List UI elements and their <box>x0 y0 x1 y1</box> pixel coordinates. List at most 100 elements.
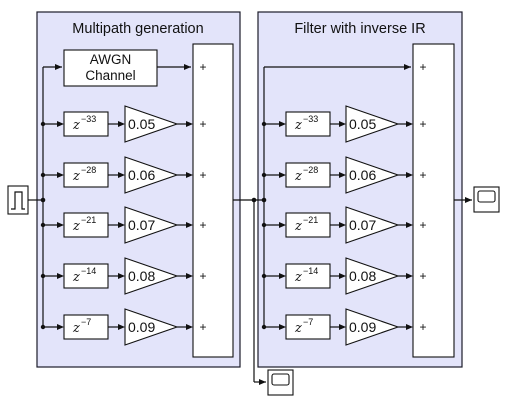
arrowhead <box>57 222 64 228</box>
multipath-gain-block[interactable]: 0.06 <box>124 156 179 194</box>
multipath-path-row: z−14 0.08 + <box>40 257 207 295</box>
multipath-gain-block[interactable]: 0.07 <box>124 206 179 244</box>
arrowhead <box>339 324 346 330</box>
multipath-delay-block[interactable]: z−28 <box>63 162 109 188</box>
inverse-delay-block[interactable]: z−33 <box>285 111 331 137</box>
arrowhead <box>279 172 286 178</box>
scope-screen-icon <box>271 373 290 386</box>
multipath-delay-block[interactable]: z−33 <box>63 111 109 137</box>
multipath-path-row: z−28 0.06 + <box>40 156 207 194</box>
arrowhead <box>339 172 346 178</box>
delay-symbol: z <box>294 219 302 234</box>
inverse-delay-block[interactable]: z−21 <box>285 212 331 238</box>
delay-exponent: −28 <box>81 165 96 175</box>
arrowhead <box>57 121 64 127</box>
sum-plus-sign: + <box>199 320 206 334</box>
delay-symbol: z <box>294 169 302 184</box>
gain-value: 0.09 <box>349 319 376 335</box>
delay-symbol: z <box>72 270 80 285</box>
multipath-delay-block[interactable]: z−14 <box>63 263 109 289</box>
inverse-gain-block[interactable]: 0.07 <box>345 206 400 244</box>
sum-plus-sign: + <box>419 218 426 232</box>
delay-exponent: −14 <box>81 266 96 276</box>
inverse-delay-block[interactable]: z−7 <box>285 314 331 340</box>
multipath-gain-block[interactable]: 0.05 <box>124 105 179 143</box>
delay-exponent: −28 <box>303 165 318 175</box>
pulse-source-block[interactable] <box>7 185 29 215</box>
arrowhead <box>118 222 125 228</box>
arrowhead <box>406 273 413 279</box>
inverse-path-row: z−7 0.09 + <box>261 308 427 346</box>
sum-plus-sign: + <box>199 168 206 182</box>
delay-exponent: −21 <box>303 215 318 225</box>
gain-value: 0.06 <box>349 167 376 183</box>
multipath-gain-block[interactable]: 0.08 <box>124 257 179 295</box>
gain-value: 0.08 <box>128 268 155 284</box>
arrowhead <box>118 273 125 279</box>
junction-dot <box>40 222 46 228</box>
multipath-delay-block[interactable]: z−7 <box>63 314 109 340</box>
multipath-gain-block[interactable]: 0.09 <box>124 308 179 346</box>
delay-symbol: z <box>72 118 80 133</box>
inverse-panel-title: Filter with inverse IR <box>294 21 425 37</box>
gain-value: 0.07 <box>128 217 155 233</box>
sum-plus-sign: + <box>199 218 206 232</box>
junction-dot <box>261 172 267 178</box>
sum-plus-sign: + <box>419 320 426 334</box>
static-arrowheads <box>55 64 472 385</box>
awgn-channel-block[interactable]: AWGN Channel <box>63 49 158 87</box>
junction-dot <box>40 121 46 127</box>
inverse-gain-block[interactable]: 0.05 <box>345 105 400 143</box>
arrowhead <box>406 222 413 228</box>
multipath-sum-block[interactable] <box>192 43 234 358</box>
junction-dot <box>261 121 267 127</box>
intermediate-scope-block[interactable] <box>267 369 294 396</box>
junction-dot <box>261 273 267 279</box>
arrowhead <box>339 273 346 279</box>
arrowhead <box>186 172 193 178</box>
multipath-sum-awgn-plus: + <box>199 60 206 74</box>
gain-value: 0.05 <box>349 116 376 132</box>
arrowhead <box>186 121 193 127</box>
gain-value: 0.09 <box>128 319 155 335</box>
output-scope-block[interactable] <box>473 186 500 213</box>
delay-symbol: z <box>72 321 80 336</box>
gain-value: 0.05 <box>128 116 155 132</box>
awgn-label-line2: Channel <box>85 68 135 83</box>
multipath-panel-title: Multipath generation <box>72 21 203 37</box>
delay-symbol: z <box>294 118 302 133</box>
multipath-delay-block[interactable]: z−21 <box>63 212 109 238</box>
delay-symbol: z <box>294 321 302 336</box>
arrowhead <box>279 121 286 127</box>
delay-exponent: −33 <box>303 114 318 124</box>
inverse-sum-block[interactable] <box>412 43 455 358</box>
arrowhead <box>339 222 346 228</box>
scope-screen-icon <box>477 190 496 203</box>
junction-dot <box>261 222 267 228</box>
arrowhead <box>57 172 64 178</box>
junction-dots <box>40 197 267 203</box>
sum-plus-sign: + <box>419 168 426 182</box>
inverse-gain-block[interactable]: 0.06 <box>345 156 400 194</box>
sum-plus-sign: + <box>199 269 206 283</box>
inverse-gain-block[interactable]: 0.09 <box>345 308 400 346</box>
sum-plus-sign: + <box>419 117 426 131</box>
inverse-sum-direct-plus: + <box>419 60 426 74</box>
arrowhead <box>186 273 193 279</box>
junction-dot <box>40 324 46 330</box>
inverse-delay-block[interactable]: z−28 <box>285 162 331 188</box>
delay-symbol: z <box>72 169 80 184</box>
arrowhead <box>118 172 125 178</box>
junction-dot <box>40 172 46 178</box>
inverse-delay-block[interactable]: z−14 <box>285 263 331 289</box>
arrowhead <box>339 121 346 127</box>
junction-dot <box>261 324 267 330</box>
delay-exponent: −14 <box>303 266 318 276</box>
arrowhead <box>118 121 125 127</box>
inverse-gain-block[interactable]: 0.08 <box>345 257 400 295</box>
